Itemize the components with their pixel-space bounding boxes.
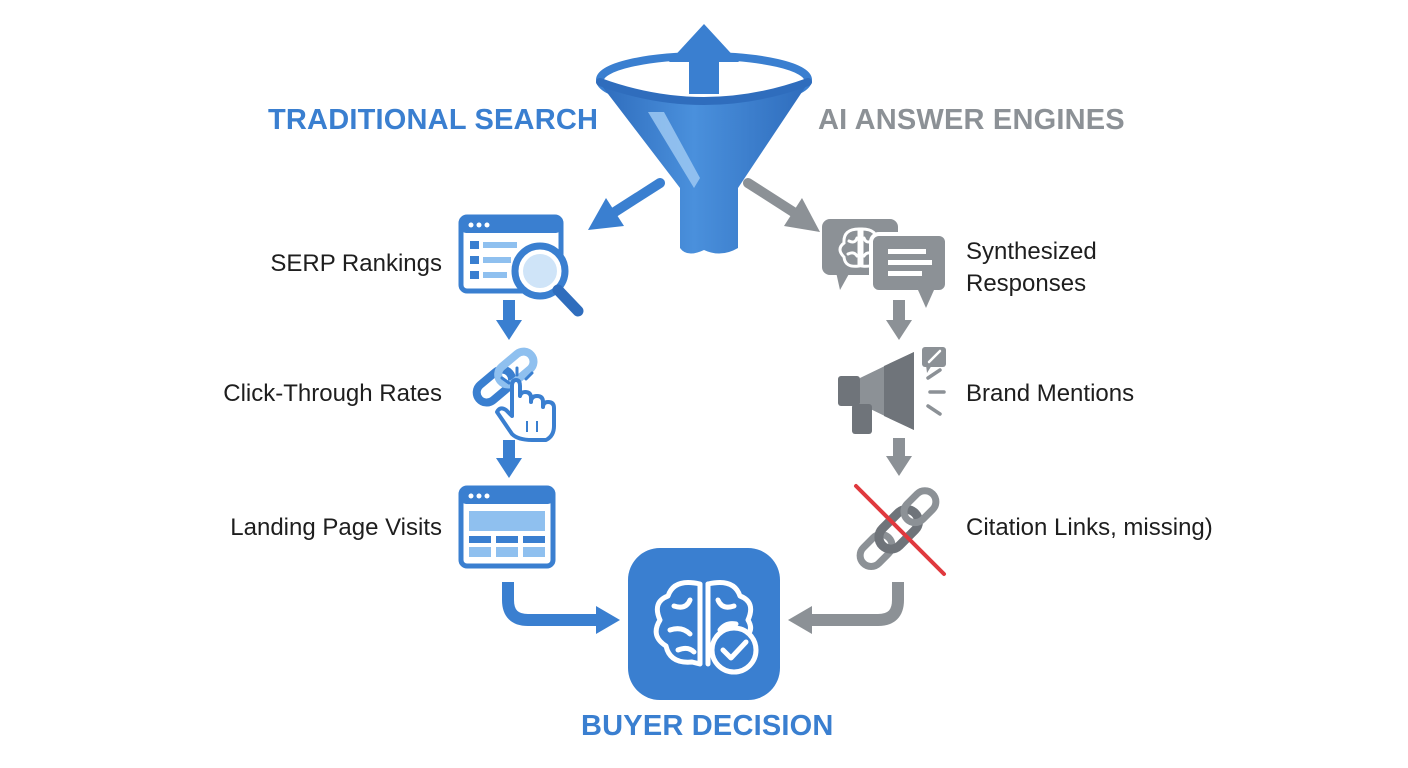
elbow-arrow-ai [788, 582, 904, 634]
branch-arrow-traditional [588, 178, 665, 230]
browser-search-icon [458, 214, 584, 317]
down-arrow-icon [886, 438, 912, 476]
step-synthesized-line1: Synthesized [966, 238, 1097, 265]
checkmark-badge-icon [709, 625, 759, 675]
down-arrow-icon [886, 300, 912, 340]
buyer-decision-heading: BUYER DECISION [581, 710, 834, 742]
step-citation-links: Citation Links, missing) [966, 514, 1213, 541]
step-brand-mentions: Brand Mentions [966, 380, 1135, 407]
funnel-icon [596, 24, 812, 254]
step-synthesized-line2: Responses [966, 270, 1087, 297]
brain-chat-icon [822, 219, 949, 308]
down-arrow-icon [496, 300, 522, 340]
step-synthesized-responses: Synthesized Responses [966, 236, 1097, 300]
landing-page-icon [458, 485, 556, 569]
ai-answer-engines-heading: AI ANSWER ENGINES [818, 104, 1125, 136]
link-click-percent-icon [472, 347, 556, 442]
down-arrow-icon [496, 440, 522, 478]
step-landing-page-visits: Landing Page Visits [230, 514, 442, 541]
megaphone-icon [838, 347, 946, 434]
up-arrow-icon [669, 24, 739, 94]
broken-link-icon [854, 484, 946, 576]
branch-arrow-ai [743, 178, 820, 232]
elbow-arrow-traditional [502, 582, 620, 634]
step-serp-rankings: SERP Rankings [270, 250, 442, 277]
step-click-through-rates: Click-Through Rates [223, 380, 442, 407]
traditional-search-heading: TRADITIONAL SEARCH [268, 104, 599, 136]
buyer-decision-icon [628, 548, 780, 700]
